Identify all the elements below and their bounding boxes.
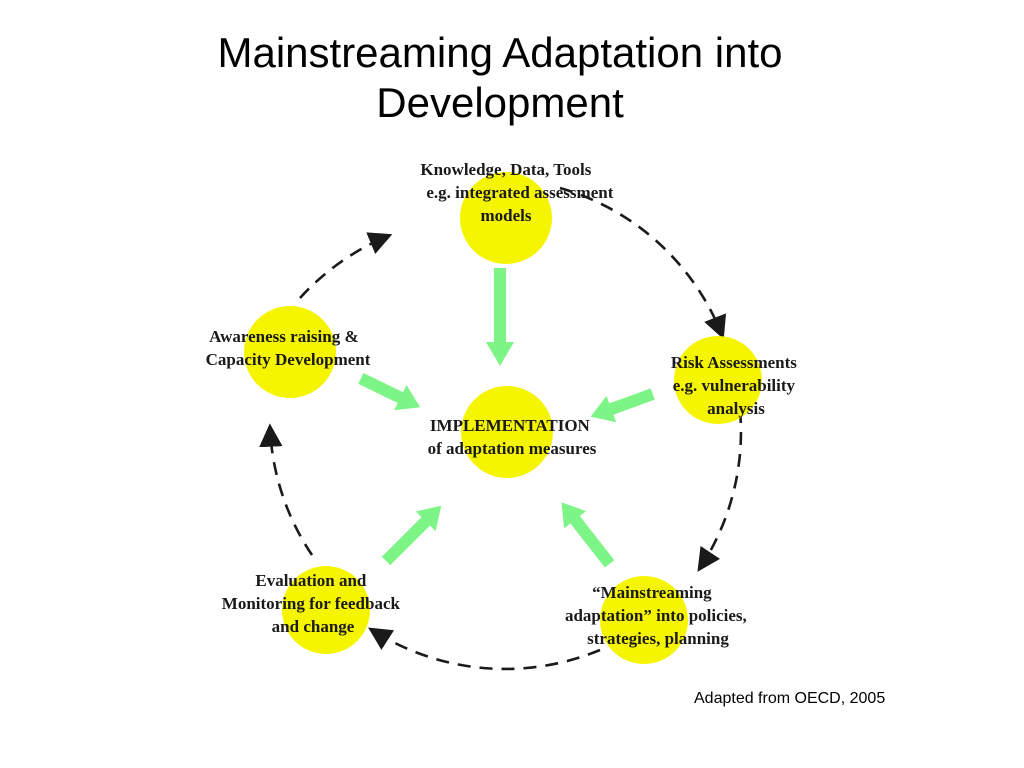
arrow-knowledge-to-center — [486, 268, 514, 366]
cycle-ring — [259, 186, 743, 671]
node-circle-center — [461, 386, 553, 478]
cycle-arc-risk-to-mainstreaming — [697, 409, 743, 572]
cycle-arc-knowledge-to-risk — [559, 186, 727, 340]
arrow-evaluation-to-center — [381, 505, 442, 566]
node-label-mainstreaming: “Mainstreaming adaptation” into policies… — [565, 583, 751, 648]
title-line-1: Mainstreaming Adaptation into — [217, 29, 783, 76]
node-circle-mainstreaming — [600, 576, 688, 664]
title-line-2: Development — [376, 79, 624, 126]
inflow-arrows — [358, 268, 655, 568]
node-label-risk: Risk Assessments e.g. vulnerability anal… — [671, 353, 801, 418]
cycle-arc-evaluation-to-awareness — [259, 423, 314, 556]
node-circle-evaluation — [282, 566, 370, 654]
node-label-knowledge: Knowledge, Data, Tools e.g. integrated a… — [420, 160, 617, 225]
arrow-awareness-to-center — [358, 372, 421, 411]
page-title: Mainstreaming Adaptation into Developmen… — [0, 28, 1000, 128]
node-circle-awareness — [244, 306, 336, 398]
source-citation: Adapted from OECD, 2005 — [694, 690, 886, 707]
node-label-awareness: Awareness raising & Capacity Development — [206, 327, 371, 369]
arrow-risk-to-center — [590, 388, 655, 423]
node-circle-knowledge — [460, 172, 552, 264]
cycle-arc-mainstreaming-to-evaluation — [368, 627, 601, 671]
node-label-evaluation: Evaluation and Monitoring for feedback a… — [222, 571, 404, 636]
cycle-arc-awareness-to-knowledge — [299, 232, 393, 299]
arrow-mainstreaming-to-center — [561, 502, 615, 568]
node-circle-risk — [674, 336, 762, 424]
center-label: IMPLEMENTATION of adaptation measures — [428, 416, 597, 458]
node-circles — [244, 172, 762, 664]
